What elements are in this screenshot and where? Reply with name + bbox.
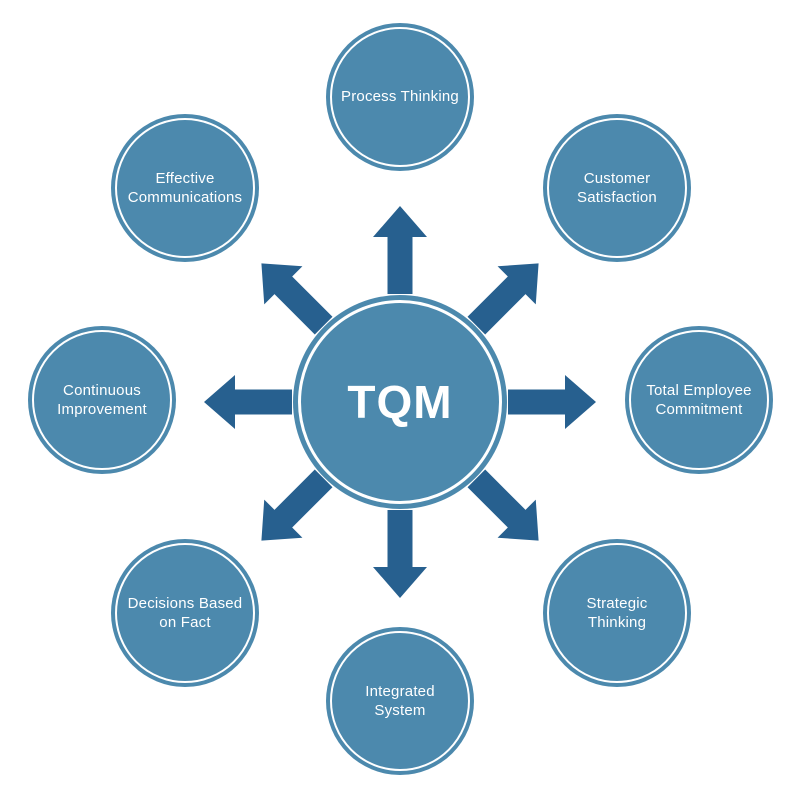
arrow-up-right-icon — [467, 263, 539, 335]
node-label: Continuous Improvement — [57, 381, 147, 419]
arrow-down-icon — [373, 510, 427, 598]
arrow-left-icon — [204, 375, 292, 429]
node-label: Effective Communications — [127, 169, 243, 207]
node-label: Process Thinking — [341, 88, 459, 106]
node-total-employee-commitment: Total Employee Commitment — [629, 330, 769, 470]
node-label: Total Employee Commitment — [646, 381, 752, 419]
center-node-tqm: TQM — [298, 300, 502, 504]
arrow-down-right-icon — [467, 469, 539, 541]
node-label: Integrated System — [365, 682, 435, 720]
node-strategic-thinking: Strategic Thinking — [547, 543, 687, 683]
node-label: Decisions Based on Fact — [127, 594, 243, 632]
center-node-label: TQM — [347, 376, 453, 428]
arrow-right-icon — [508, 375, 596, 429]
node-label: Customer Satisfaction — [577, 169, 657, 207]
node-effective-communications: Effective Communications — [115, 118, 255, 258]
arrow-down-left-icon — [261, 469, 333, 541]
node-label: Strategic Thinking — [586, 594, 648, 632]
node-process-thinking: Process Thinking — [330, 27, 470, 167]
node-customer-satisfaction: Customer Satisfaction — [547, 118, 687, 258]
node-continuous-improvement: Continuous Improvement — [32, 330, 172, 470]
arrow-up-icon — [373, 206, 427, 294]
node-decisions-based-on-fact: Decisions Based on Fact — [115, 543, 255, 683]
node-integrated-system: Integrated System — [330, 631, 470, 771]
arrow-up-left-icon — [261, 263, 333, 335]
